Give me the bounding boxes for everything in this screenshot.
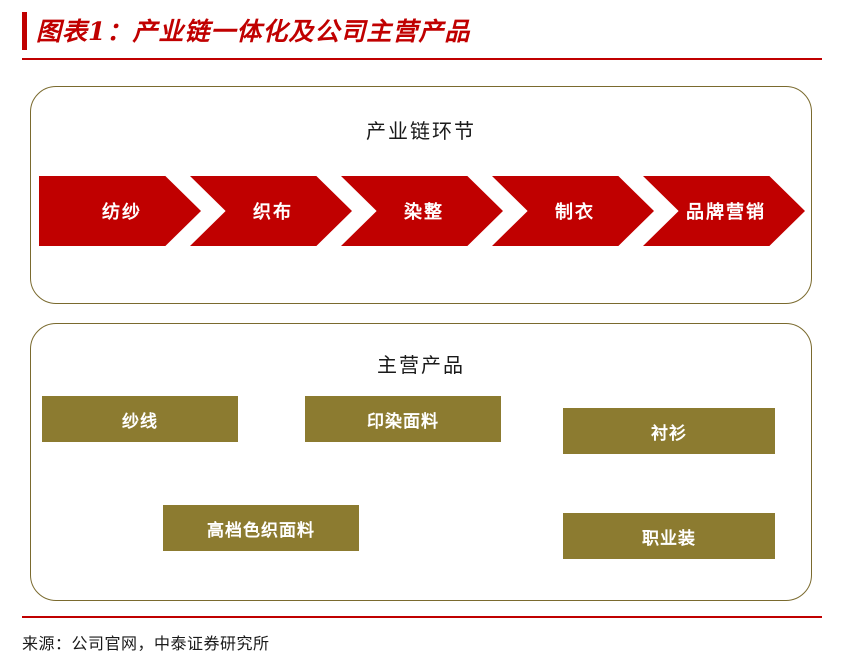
chain-step-3: 染整	[341, 176, 503, 246]
source-note: 来源：公司官网，中泰证券研究所	[22, 634, 270, 653]
chain-arrow-row: 纺纱 织布 染整 制衣 品牌营销	[39, 176, 805, 246]
product-box-1-label: 纱线	[122, 411, 158, 432]
chain-step-2-label: 织布	[253, 202, 293, 223]
product-box-3-label: 衬衫	[651, 423, 687, 444]
product-box-2: 印染面料	[305, 396, 501, 442]
industry-chain-panel: 产业链环节 纺纱 织布 染整 制衣 品牌营销	[30, 86, 812, 304]
chain-step-1: 纺纱	[39, 176, 201, 246]
main-products-panel: 主营产品	[30, 323, 812, 601]
chain-step-5-label: 品牌营销	[686, 202, 766, 223]
chain-step-4-label: 制衣	[555, 202, 595, 223]
chain-step-4: 制衣	[492, 176, 654, 246]
page-title: 图表1：产业链一体化及公司主营产品	[36, 17, 471, 46]
title-divider	[22, 58, 822, 60]
product-box-4: 高档色织面料	[163, 505, 359, 551]
chain-step-3-label: 染整	[404, 202, 444, 223]
industry-chain-heading: 产业链环节	[366, 119, 476, 143]
product-box-5: 职业装	[563, 513, 775, 559]
chain-step-1-label: 纺纱	[102, 202, 142, 223]
product-box-1: 纱线	[42, 396, 238, 442]
product-box-3: 衬衫	[563, 408, 775, 454]
main-products-heading: 主营产品	[377, 353, 465, 377]
chain-step-5: 品牌营销	[643, 176, 805, 246]
product-box-4-label: 高档色织面料	[207, 520, 315, 541]
product-box-2-label: 印染面料	[367, 411, 439, 432]
title-accent-bar	[22, 12, 27, 50]
footer-divider	[22, 616, 822, 618]
product-box-5-label: 职业装	[642, 528, 696, 549]
chain-step-2: 织布	[190, 176, 352, 246]
figure-title-bar: 图表1：产业链一体化及公司主营产品	[22, 10, 822, 54]
